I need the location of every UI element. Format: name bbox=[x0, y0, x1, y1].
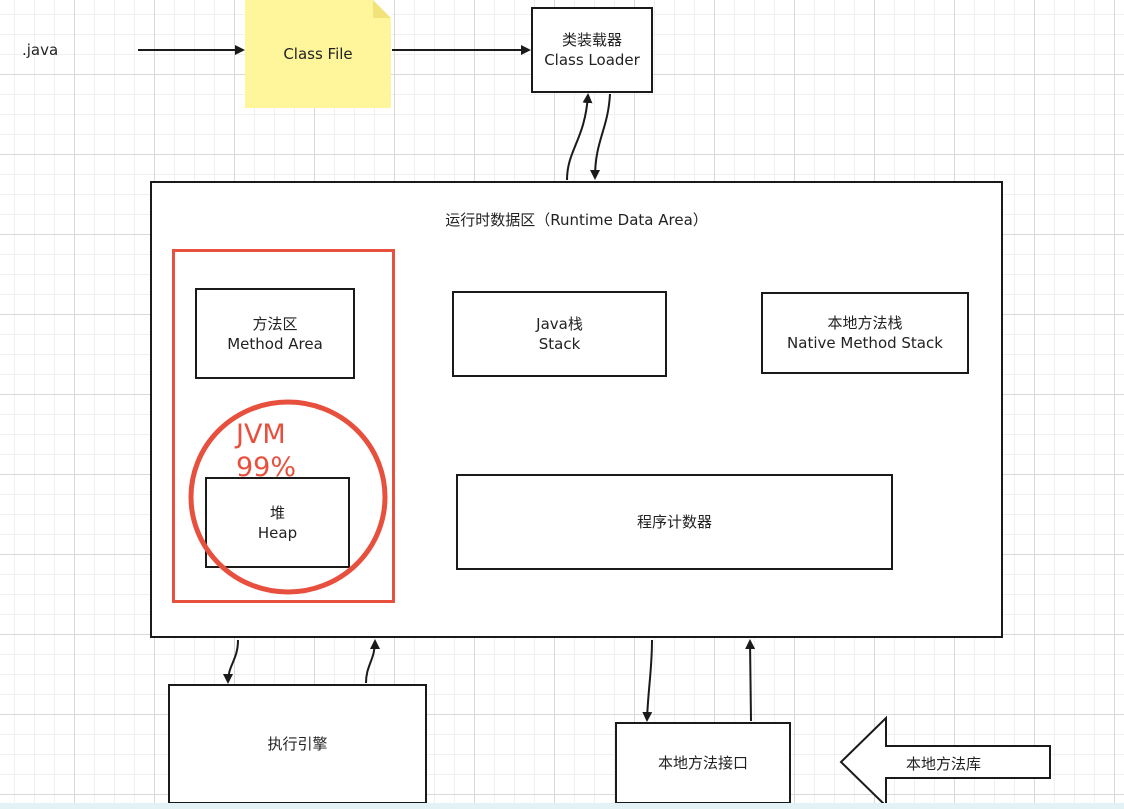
native-method-stack-box: 本地方法栈 Native Method Stack bbox=[761, 292, 969, 374]
jvm-annotation-line1: JVM bbox=[236, 419, 286, 450]
jvm-annotation: JVM 99% bbox=[236, 418, 296, 484]
interface-to-runtime-arrow bbox=[745, 639, 756, 722]
java-source-label: .java bbox=[22, 41, 59, 59]
runtime-to-interface-arrow bbox=[642, 639, 653, 722]
class-file-note: Class File bbox=[245, 0, 391, 108]
program-counter-box: 程序计数器 bbox=[456, 474, 893, 570]
native-interface-box: 本地方法接口 bbox=[615, 722, 791, 804]
loader-to-runtime-arrow bbox=[590, 93, 611, 180]
class-loader-zh: 类装载器 bbox=[561, 31, 622, 49]
jvm-annotation-line2: 99% bbox=[236, 452, 297, 483]
native-method-stack-en: Native Method Stack bbox=[787, 334, 943, 352]
heap-en: Heap bbox=[257, 523, 298, 542]
method-area-zh: 方法区 bbox=[252, 314, 298, 333]
runtime-to-loader-arrow bbox=[566, 93, 593, 181]
java-stack-en: Stack bbox=[538, 335, 581, 353]
bottom-scroll-strip bbox=[0, 803, 1124, 809]
jvm-highlight-circle bbox=[188, 399, 388, 595]
method-area-en: Method Area bbox=[227, 334, 323, 353]
class-loader-en: Class Loader bbox=[544, 51, 640, 69]
java-stack-box: Java栈 Stack bbox=[452, 291, 667, 377]
native-library-arrow-shape bbox=[839, 715, 1051, 809]
native-method-stack-zh: 本地方法栈 bbox=[827, 314, 903, 332]
runtime-data-area-title: 运行时数据区（Runtime Data Area） bbox=[445, 211, 708, 229]
class-file-label: Class File bbox=[283, 45, 353, 63]
heap-box: 堆 Heap bbox=[205, 477, 350, 568]
method-area-box: 方法区 Method Area bbox=[195, 288, 355, 379]
heap-zh: 堆 bbox=[269, 503, 285, 522]
java-stack-zh: Java栈 bbox=[536, 315, 583, 333]
engine-to-runtime-arrow bbox=[365, 639, 380, 684]
heap-method-highlight-rect bbox=[172, 249, 395, 603]
native-interface-label: 本地方法接口 bbox=[657, 754, 748, 772]
note-fold-corner bbox=[373, 0, 391, 18]
native-library-label: 本地方法库 bbox=[906, 755, 982, 773]
execution-engine-label: 执行引擎 bbox=[267, 735, 328, 753]
runtime-to-engine-arrow bbox=[223, 639, 239, 684]
class-loader-box: 类装载器 Class Loader bbox=[531, 7, 653, 93]
program-counter-label: 程序计数器 bbox=[636, 513, 712, 531]
